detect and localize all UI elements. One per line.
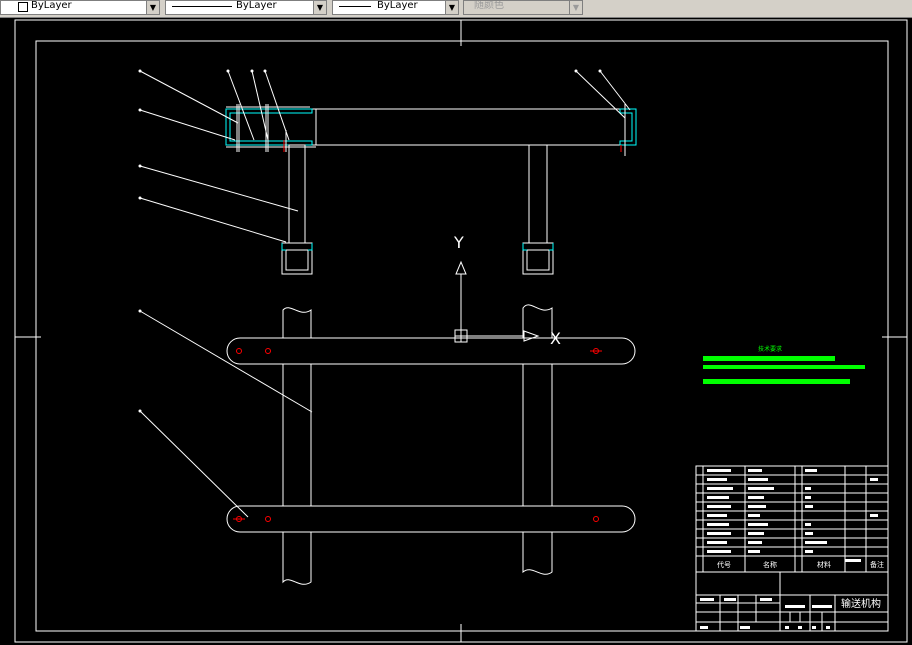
color-swatch-icon	[18, 2, 28, 12]
lower-rail	[226, 505, 636, 533]
lineweight-preview	[339, 6, 371, 7]
plotstyle-dropdown: 随颜色 ▼	[463, 0, 583, 15]
ucs-y-label: Y	[453, 233, 464, 252]
linetype-dropdown-value: ByLayer	[236, 0, 277, 11]
color-dropdown[interactable]: ByLayer ▼	[0, 0, 160, 15]
chevron-down-icon[interactable]: ▼	[146, 1, 159, 14]
leader-lines	[139, 70, 631, 518]
ucs-x-label: X	[550, 329, 561, 348]
lineweight-dropdown-value: ByLayer	[377, 0, 418, 11]
chevron-down-icon[interactable]: ▼	[445, 1, 458, 14]
ucs-icon	[454, 260, 540, 343]
properties-toolbar: ByLayer ▼ ByLayer ▼ ByLayer ▼ 随颜色 ▼	[0, 0, 912, 18]
left-post	[282, 307, 312, 585]
title-block	[695, 465, 889, 632]
tech-requirements-title: 技术要求	[758, 345, 782, 353]
left-cup	[281, 242, 313, 275]
right-cup	[522, 242, 554, 275]
inner-border	[35, 40, 889, 632]
upper-rail	[226, 337, 636, 365]
right-post	[522, 304, 553, 575]
plotstyle-dropdown-value: 随颜色	[474, 0, 504, 11]
linetype-preview	[172, 6, 232, 7]
tb-col-name: 名称	[763, 560, 777, 569]
tb-col-material: 材料	[817, 560, 831, 569]
tb-col-code: 代号	[717, 560, 731, 569]
tb-drawing-name: 输送机构	[841, 597, 881, 610]
lineweight-dropdown[interactable]: ByLayer ▼	[332, 0, 459, 15]
linetype-dropdown[interactable]: ByLayer ▼	[165, 0, 327, 15]
drawing-canvas[interactable]: Y X 技术要求	[0, 18, 912, 645]
color-dropdown-value: ByLayer	[31, 0, 72, 11]
tb-col-note: 备注	[870, 560, 884, 569]
chevron-down-icon: ▼	[569, 1, 582, 14]
chevron-down-icon[interactable]: ▼	[313, 1, 326, 14]
